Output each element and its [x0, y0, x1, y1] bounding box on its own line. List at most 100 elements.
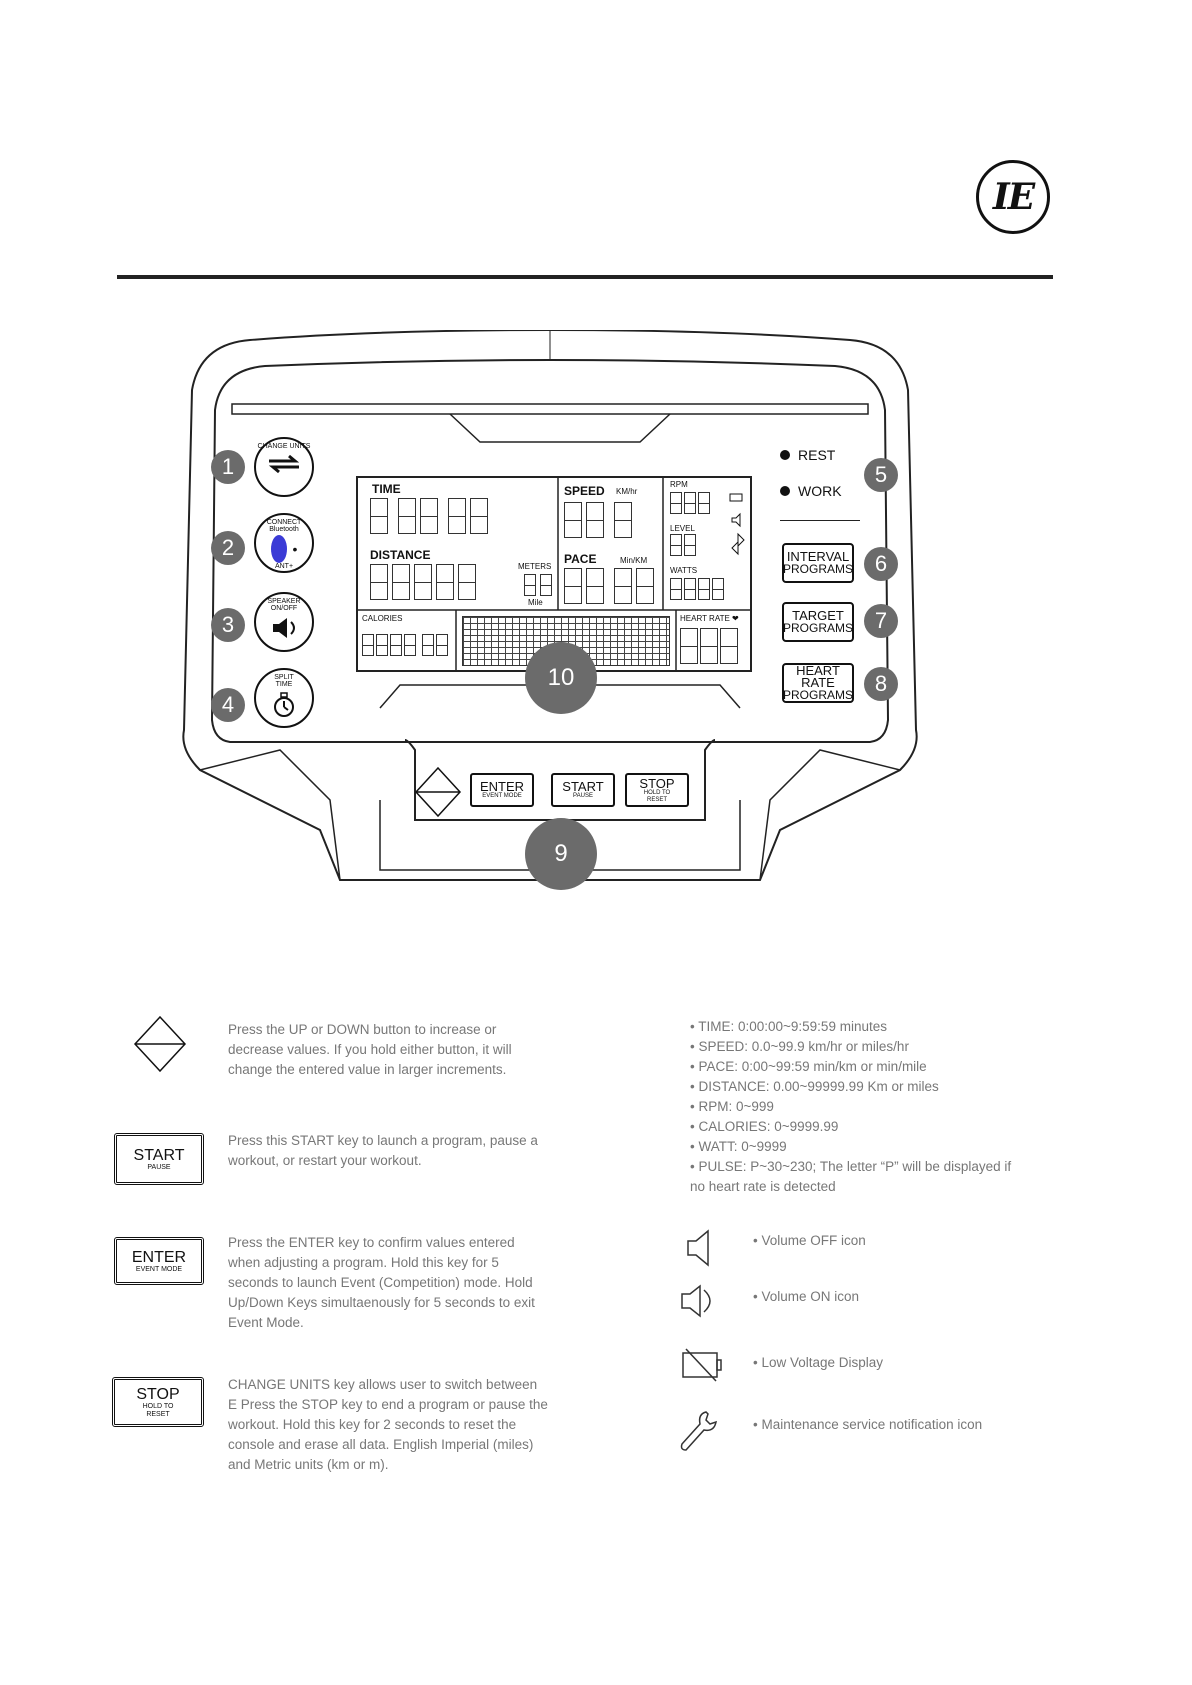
- callout-4: 4: [211, 688, 245, 722]
- callout-1: 1: [211, 450, 245, 484]
- start-key-illustration: START PAUSE: [114, 1133, 204, 1185]
- callout-6: 6: [864, 547, 898, 581]
- console-start-key[interactable]: START PAUSE: [551, 773, 615, 807]
- interval-programs-line2: PROGRAMS: [783, 562, 854, 576]
- callout-2: 2: [211, 531, 245, 565]
- console-outline: [182, 330, 918, 881]
- console-start-label: START: [562, 779, 604, 794]
- stop-key-label: STOP: [136, 1385, 180, 1403]
- ant-label: ANT+: [274, 563, 294, 570]
- enter-description: Press the ENTER key to confirm values en…: [228, 1235, 535, 1330]
- heart-rate-programs-line2: RATE: [801, 675, 835, 690]
- swap-arrows-icon: [268, 454, 300, 474]
- start-key-label: START: [133, 1146, 185, 1164]
- up-down-key-illustration: [133, 1015, 187, 1073]
- lcd-mile-label: Mile: [528, 598, 543, 607]
- led-divider: [780, 520, 860, 521]
- lcd-pace-digits: [564, 568, 654, 604]
- callout-7: 7: [864, 604, 898, 638]
- spec-time: • TIME: 0:00:00~9:59:59 minutes: [690, 1019, 887, 1034]
- lcd-speed-digits: [564, 502, 632, 538]
- console-enter-sublabel: EVENT MODE: [482, 793, 522, 799]
- enter-key-label: ENTER: [131, 1248, 187, 1266]
- split-time-label: SPLIT TIME: [274, 674, 294, 688]
- callout-8: 8: [864, 667, 898, 701]
- lcd-level-label: LEVEL: [670, 524, 695, 533]
- display-specs: • TIME: 0:00:00~9:59:59 minutes • SPEED:…: [690, 1017, 1020, 1197]
- volume-on-icon: [681, 1284, 711, 1318]
- interval-programs-button[interactable]: INTERVAL PROGRAMS: [782, 543, 854, 583]
- volume-off-note: • Volume OFF icon: [753, 1233, 866, 1248]
- speaker-icon: [273, 618, 295, 638]
- connect-key[interactable]: CONNECT Bluetooth • ANT+: [254, 513, 314, 573]
- stop-description: CHANGE UNITS key allows user to switch b…: [228, 1377, 548, 1472]
- work-label: WORK: [798, 483, 842, 499]
- work-led: [780, 486, 790, 496]
- lcd-heart-rate-digits: [680, 628, 738, 664]
- lcd-status-icons: [729, 493, 745, 556]
- lcd-time-label: TIME: [372, 482, 401, 496]
- up-down-description: Press the UP or DOWN button to increase …: [228, 1022, 512, 1077]
- lcd-meters-digits: [524, 574, 552, 596]
- enter-key-illustration: ENTER EVENT MODE: [114, 1237, 204, 1285]
- spec-pulse: • PULSE: P~30~230; The letter “P” will b…: [690, 1159, 1012, 1194]
- wrench-icon: [680, 1411, 717, 1451]
- spec-calories: • CALORIES: 0~9999.99: [690, 1119, 839, 1134]
- lcd-pace-label: PACE: [564, 552, 597, 566]
- lcd-meters-label: METERS: [518, 562, 552, 571]
- volume-on-note: • Volume ON icon: [753, 1289, 860, 1304]
- change-units-label: CHANGE UNITS: [257, 443, 311, 450]
- stopwatch-icon: [274, 692, 294, 717]
- console-start-sublabel: PAUSE: [573, 793, 593, 799]
- console-enter-label: ENTER: [479, 779, 525, 794]
- callout-3: 3: [211, 608, 245, 642]
- connect-label: CONNECT: [266, 519, 302, 526]
- bluetooth-label: Bluetooth: [269, 526, 299, 533]
- console-stop-label: STOP: [639, 775, 675, 791]
- heart-rate-programs-line3: PROGRAMS: [783, 688, 854, 702]
- spec-watt: • WATT: 0~9999: [690, 1139, 787, 1154]
- brand-logo: IE: [976, 160, 1050, 234]
- rest-label: REST: [798, 447, 836, 463]
- target-programs-button[interactable]: TARGET PROGRAMS: [782, 602, 854, 642]
- spec-pace: • PACE: 0:00~99:59 min/km or min/mile: [690, 1059, 927, 1074]
- stop-key-illustration: STOP HOLD TO RESET: [112, 1377, 204, 1427]
- interval-programs-line1: INTERVAL: [786, 549, 850, 564]
- lcd-watts-digits: [670, 578, 724, 600]
- speaker-key[interactable]: SPEAKER ON/OFF: [254, 592, 314, 652]
- console-enter-key[interactable]: ENTER EVENT MODE: [470, 773, 534, 807]
- lcd-level-digits: [670, 534, 696, 556]
- lcd-speed-label: SPEED: [564, 484, 605, 498]
- ant-icon: •: [292, 541, 298, 557]
- header-rule: [117, 275, 1053, 279]
- lcd-rpm-label: RPM: [670, 480, 688, 489]
- up-down-key[interactable]: [414, 766, 462, 818]
- lcd-watts-label: WATTS: [670, 566, 698, 575]
- bluetooth-icon: [270, 535, 287, 563]
- volume-off-icon: [687, 1229, 709, 1267]
- lcd-heart-rate-label: HEART RATE ❤: [680, 614, 739, 623]
- target-programs-line2: PROGRAMS: [783, 621, 854, 635]
- enter-key-sublabel: EVENT MODE: [135, 1265, 183, 1273]
- split-time-key[interactable]: SPLIT TIME: [254, 668, 314, 728]
- spec-distance: • DISTANCE: 0.00~99999.99 Km or miles: [690, 1079, 939, 1094]
- low-battery-icon: [682, 1348, 722, 1382]
- spec-rpm: • RPM: 0~999: [690, 1099, 774, 1114]
- maintenance-note: • Maintenance service notification icon: [753, 1417, 983, 1432]
- console-stop-sublabel: HOLD TO RESET: [643, 789, 671, 803]
- lcd-distance-label: DISTANCE: [370, 548, 431, 562]
- change-units-key[interactable]: CHANGE UNITS: [254, 437, 314, 497]
- stop-key-sublabel: HOLD TO RESET: [142, 1402, 174, 1418]
- low-voltage-note: • Low Voltage Display: [753, 1355, 884, 1370]
- lcd-time-digits: [370, 498, 488, 534]
- target-programs-line1: TARGET: [792, 608, 844, 623]
- callout-5: 5: [864, 458, 898, 492]
- spec-speed: • SPEED: 0.0~99.9 km/hr or miles/hr: [690, 1039, 909, 1054]
- heart-rate-programs-button[interactable]: HEART RATE PROGRAMS: [782, 663, 854, 703]
- lcd-grid: [358, 478, 750, 670]
- lcd-pace-unit: Min/KM: [620, 556, 648, 565]
- lcd-calories-digits: [362, 634, 448, 656]
- speaker-label: SPEAKER ON/OFF: [267, 598, 301, 612]
- console-stop-key[interactable]: STOP HOLD TO RESET: [625, 773, 689, 807]
- rest-led: [780, 450, 790, 460]
